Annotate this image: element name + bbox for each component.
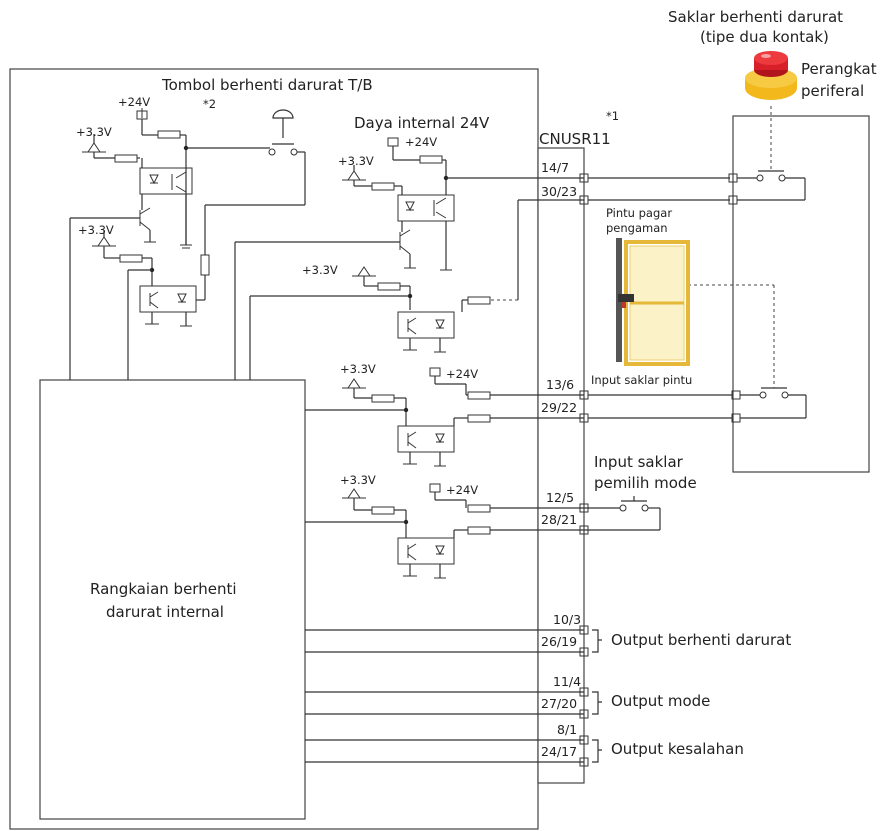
peripheral-label-1: Perangkat [801, 60, 877, 78]
v24-label: +24V [118, 95, 150, 109]
mode-input-label-1: Input saklar [594, 453, 684, 471]
v24-label: +24V [446, 483, 478, 497]
pin-label: 11/4 [553, 674, 581, 689]
connector-strip [537, 147, 585, 784]
external-door-wiring [588, 284, 807, 423]
internal-24v-label: Daya internal 24V [354, 114, 490, 132]
pin-label: 13/6 [546, 377, 574, 392]
door-input-label: Input saklar pintu [591, 373, 692, 387]
output-error-label: Output kesalahan [611, 740, 744, 758]
tb-estop-circuit [69, 108, 306, 380]
peripheral-label-2: periferal [801, 82, 864, 100]
v33-label: +3.3V [340, 362, 376, 376]
fence-label-2: pengaman [606, 221, 668, 235]
mode-input-circuit [305, 483, 661, 579]
pin-label: 10/3 [553, 612, 581, 627]
output-estop-label: Output berhenti darurat [611, 631, 791, 649]
internal-circuit-label-1: Rangkaian berhenti [90, 580, 237, 598]
v24-label: +24V [405, 135, 437, 149]
pin-label: 30/23 [541, 184, 577, 199]
tb-estop-label: Tombol berhenti darurat T/B [161, 76, 373, 94]
pin-label: 24/17 [541, 744, 577, 759]
output-mode-label: Output mode [611, 692, 710, 710]
fence-label-1: Pintu pagar [606, 206, 672, 220]
peripheral-device-box [732, 115, 870, 473]
v33-label: +3.3V [338, 154, 374, 168]
v24-label: +24V [446, 367, 478, 381]
note-1: *1 [606, 109, 619, 123]
internal-estop-circuit [39, 379, 306, 820]
pin-label: 12/5 [546, 490, 574, 505]
door-input-circuit [305, 367, 584, 467]
pin-label: 29/22 [541, 400, 577, 415]
internal-24v-circuit [234, 137, 584, 380]
pin-label: 28/21 [541, 512, 577, 527]
connector-label: CNUSR11 [539, 130, 611, 148]
pin-label: 26/19 [541, 634, 577, 649]
estop-switch-label-1: Saklar berhenti darurat [668, 8, 843, 26]
internal-circuit-label-2: darurat internal [106, 603, 224, 621]
v33-label: +3.3V [302, 263, 338, 277]
v33-label: +3.3V [76, 125, 112, 139]
output-lines [305, 629, 602, 763]
pin-label: 14/7 [541, 160, 569, 175]
v33-label: +3.3V [78, 223, 114, 237]
v33-label: +3.3V [340, 473, 376, 487]
estop-switch-label-2: (tipe dua kontak) [700, 28, 829, 46]
external-estop-wiring [588, 106, 806, 205]
note-2: *2 [203, 97, 216, 111]
mode-input-label-2: pemilih mode [594, 474, 697, 492]
pin-label: 8/1 [557, 722, 577, 737]
pin-label: 27/20 [541, 696, 577, 711]
estop-button-icon [745, 51, 797, 100]
safety-fence-door-icon [616, 238, 690, 366]
